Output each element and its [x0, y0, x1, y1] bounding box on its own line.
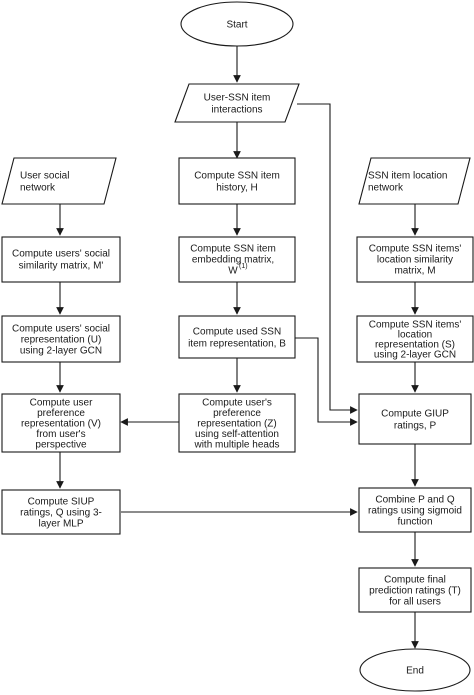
edge-used-item-to-giup [295, 337, 358, 426]
edge-interactions-to-giup [297, 103, 358, 414]
node-end: End [359, 648, 471, 692]
edges [56, 46, 419, 649]
node-start-label: Start [226, 20, 247, 31]
node-embedding-matrix-superscript: (1) [239, 263, 248, 270]
node-start: Start [180, 1, 294, 47]
node-end-label: End [406, 666, 424, 677]
